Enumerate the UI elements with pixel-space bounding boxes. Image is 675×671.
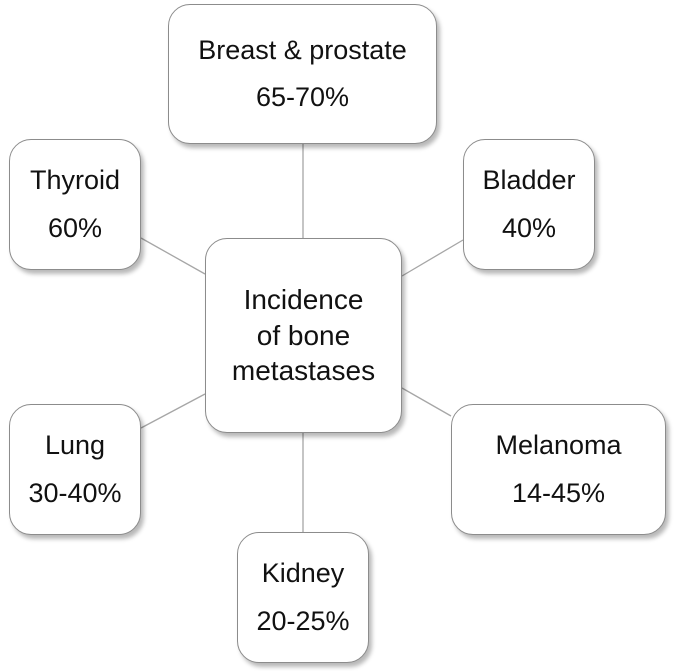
connector-bladder (401, 239, 464, 277)
node-label: Breast & prostate (198, 34, 407, 65)
node-label: Bladder (482, 165, 576, 196)
node-value: 65-70% (255, 82, 350, 112)
center-line-2: of bone (256, 319, 351, 351)
node-breast-prostate: Breast & prostate 65-70% (168, 4, 437, 144)
node-value: 40% (501, 212, 557, 243)
center-line-1: Incidence (243, 283, 364, 315)
center-node-incidence: Incidence of bone metastases (205, 238, 402, 433)
node-thyroid: Thyroid 60% (9, 139, 141, 270)
node-label: Melanoma (495, 430, 622, 461)
node-value: 60% (47, 212, 103, 243)
node-melanoma: Melanoma 14-45% (451, 404, 666, 535)
connector-lung (140, 393, 206, 429)
connector-thyroid (140, 237, 206, 275)
node-lung: Lung 30-40% (9, 404, 141, 535)
node-value: 14-45% (511, 477, 606, 508)
center-line-3: metastases (231, 355, 376, 387)
node-label: Lung (44, 430, 106, 461)
node-value: 20-25% (256, 605, 350, 636)
node-kidney: Kidney 20-25% (237, 532, 369, 663)
node-label: Thyroid (29, 165, 121, 196)
node-label: Kidney (261, 558, 345, 589)
connector-melanoma (401, 387, 452, 417)
node-bladder: Bladder 40% (463, 139, 595, 270)
node-value: 30-40% (28, 477, 122, 508)
